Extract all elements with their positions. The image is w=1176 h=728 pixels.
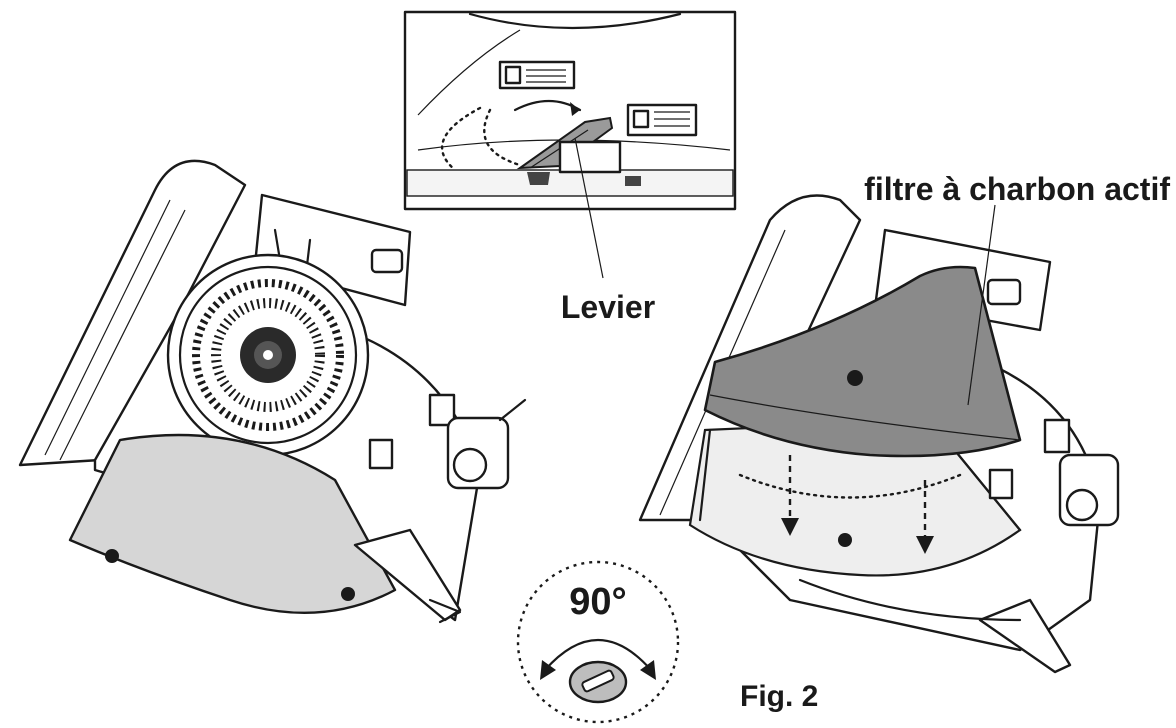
figure-caption: Fig. 2 xyxy=(740,680,818,713)
fan-opening-right xyxy=(688,418,1022,577)
hood-right xyxy=(638,194,1120,674)
filter-label: filtre à charbon actif xyxy=(864,171,1170,207)
knob-icon xyxy=(568,660,628,704)
control-box-left xyxy=(253,193,412,327)
filter-leader-line xyxy=(967,204,996,406)
activated-carbon-filter xyxy=(703,265,1022,458)
motor-capacitor-left xyxy=(446,398,527,490)
rotation-knob-symbol: 90° xyxy=(516,560,680,724)
hood-left xyxy=(18,159,527,624)
inset-label-f xyxy=(626,103,698,137)
connector-block-left xyxy=(368,393,456,470)
lever-leader-line xyxy=(574,137,604,279)
lever-detail-inset xyxy=(403,10,737,211)
inset-label-a xyxy=(498,60,576,90)
fan-wheel-left xyxy=(166,253,370,457)
connector-block-right xyxy=(988,418,1071,500)
callouts: filtre à charbon actif Levier Fig. 2 xyxy=(561,137,1170,713)
rotation-angle-label: 90° xyxy=(569,581,626,623)
motor-capacitor-right xyxy=(1058,453,1120,527)
lever-label: Levier xyxy=(561,289,655,325)
grease-cover-left xyxy=(68,433,397,615)
